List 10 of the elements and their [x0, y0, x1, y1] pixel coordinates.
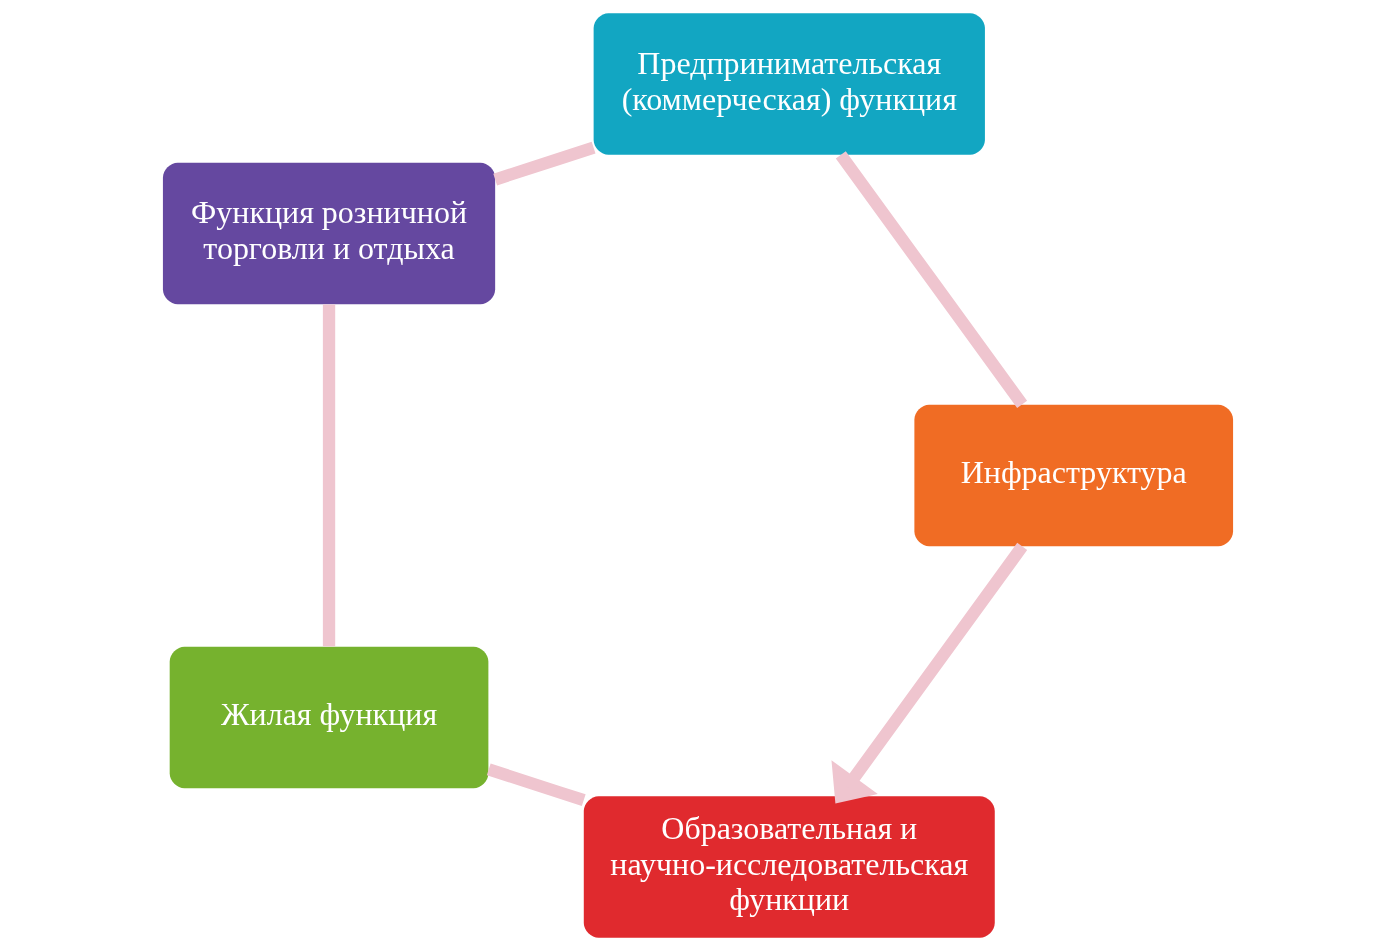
connector — [322, 304, 335, 647]
connector — [492, 141, 595, 186]
connector — [486, 763, 586, 807]
node-box: Образовательная и научно-исследовательская функции — [583, 796, 995, 938]
node-box: Предпринимательская (коммерческая) функция — [593, 13, 985, 155]
connector — [835, 151, 1027, 409]
arrow — [830, 542, 1027, 804]
node-box: Инфраструктура — [913, 404, 1233, 547]
node-box: Жилая функция — [169, 646, 488, 789]
node-box: Функция розничной торговли и отдыха — [162, 162, 495, 305]
